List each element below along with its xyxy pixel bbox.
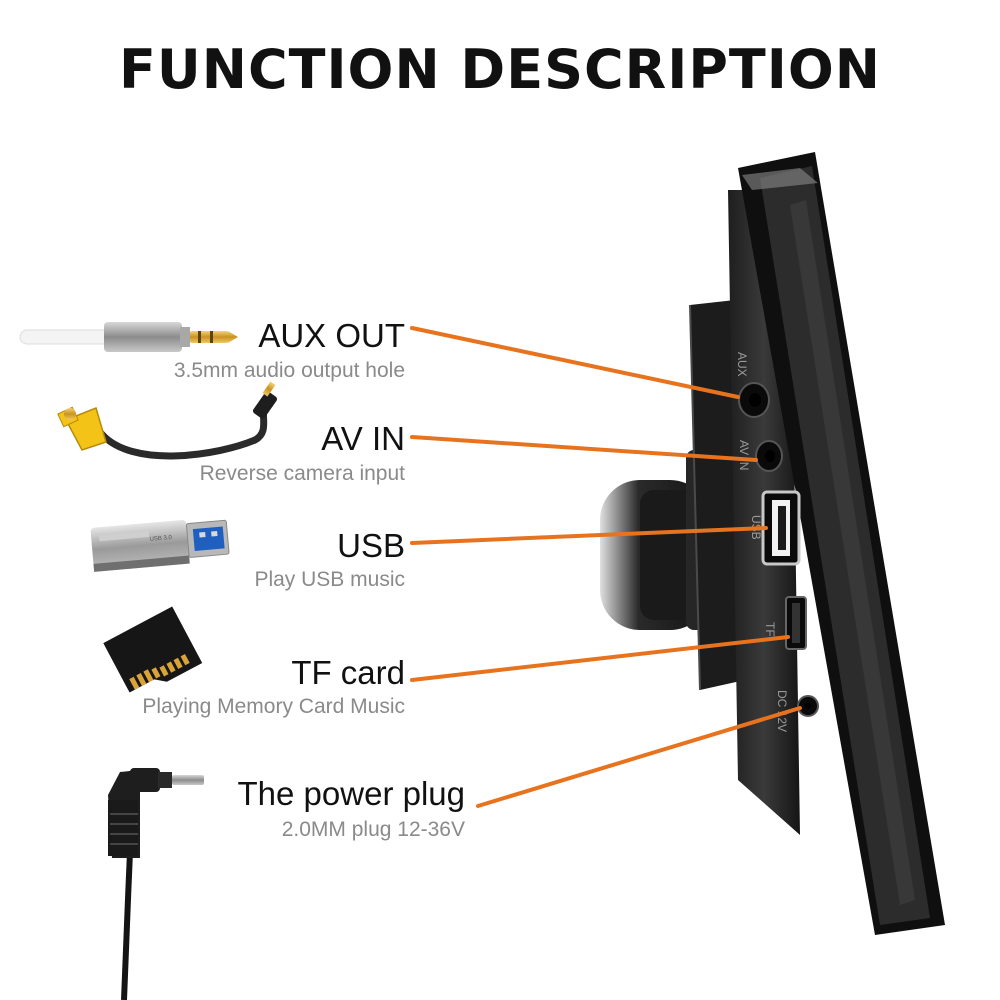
power-leader-line [476,706,802,808]
aux-out-description: 3.5mm audio output hole [173,359,405,382]
page-title: FUNCTION DESCRIPTION [119,38,881,101]
dc-marking: DC 12V [775,690,789,732]
usb-leader-line [410,526,768,545]
audio-jack-cable-icon [19,322,238,352]
tf-marking: TF [763,622,777,637]
dc-port [797,695,819,717]
avin-leader-line [410,435,758,462]
av-in-description: Reverse camera input [199,462,405,485]
tf-card-label: TF card [291,654,405,691]
av-in-label: AV IN [321,420,405,457]
svg-text:USB 3.0: USB 3.0 [149,535,172,543]
aux-out-label: AUX OUT [258,317,405,354]
power-plug-icon [108,768,204,1000]
power-plug-label: The power plug [237,775,465,812]
avin-port [755,440,783,472]
tf-card-description: Playing Memory Card Music [142,695,405,718]
rca-cable-icon [57,381,278,460]
aux-marking: AUX [735,352,749,377]
sd-card-icon [103,606,203,693]
aux-leader-line [410,326,740,399]
usb-port [761,490,801,566]
power-plug-description: 2.0MM plug 12-36V [281,818,465,841]
monitor-device: AUX AV IN USB TF DC 12V [600,152,945,935]
tf-leader-line [410,635,790,682]
usb-label: USB [337,527,405,564]
aux-port [738,382,770,418]
usb-flash-drive-icon: USB 3.0 [90,519,230,572]
avin-marking: AV IN [737,440,751,470]
tf-slot [785,596,807,650]
usb-description: Play USB music [254,568,405,591]
